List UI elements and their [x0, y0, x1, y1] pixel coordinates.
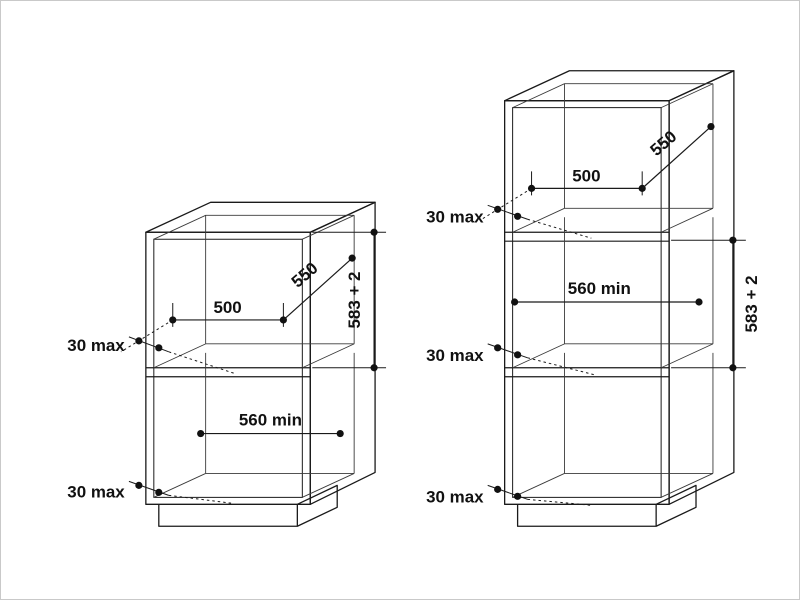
right-cabinet-drawing	[504, 70, 735, 527]
right-dim-560-label: 560 min	[568, 279, 631, 298]
right-dim-30max-middle-dotted	[527, 357, 595, 376]
left-dim-30max-bottom-leader	[128, 480, 169, 496]
dimension-dot	[197, 429, 205, 438]
left-cabinet-top-face	[145, 201, 376, 233]
right-cabinet-top-face	[504, 70, 735, 102]
dimension-dot	[514, 351, 522, 359]
dimension-dot	[527, 184, 536, 192]
right-dim-30max-middle-label: 30 max	[426, 346, 484, 365]
dimension-dot	[707, 122, 715, 131]
left-dim-30max-top-dotted	[120, 319, 236, 375]
left-cabinet-plinth	[158, 484, 338, 527]
right-dimension-30max-top: 30 max	[426, 187, 592, 239]
right-dimension-500: 500	[527, 166, 646, 196]
left-cabinet-interior-lines	[153, 214, 355, 498]
dimension-dot	[514, 492, 522, 500]
right-dim-500-label: 500	[572, 166, 600, 185]
dimension-dot	[695, 298, 703, 306]
dimension-dot	[729, 236, 737, 244]
left-cabinet-dimensions: 500 550 583 + 2 560 min 30 max	[67, 228, 387, 504]
dimension-dot	[348, 254, 356, 262]
left-cabinet-right-face	[309, 201, 376, 505]
right-cabinet-shelf2-front-edge	[504, 367, 670, 378]
right-dim-30max-middle-leader	[487, 343, 528, 359]
dimension-dot	[370, 228, 378, 236]
right-dimension-30max-middle: 30 max	[426, 343, 595, 376]
right-dim-583-label: 583 + 2	[742, 275, 761, 332]
left-dim-550-line	[282, 257, 353, 321]
right-dimension-30max-bottom: 30 max	[426, 484, 592, 506]
dimension-dot	[370, 364, 378, 372]
right-dim-30max-top-label: 30 max	[426, 207, 484, 226]
left-dim-560-label: 560 min	[239, 411, 302, 430]
left-dim-30max-top-leader	[128, 336, 169, 353]
right-cabinet-plinth	[516, 484, 697, 527]
dimension-dot	[135, 481, 143, 489]
right-dim-30max-top-dotted	[481, 187, 592, 239]
right-dimension-560: 560 min	[511, 279, 703, 306]
dimension-dot	[155, 344, 163, 352]
right-dim-583-extensions	[671, 239, 746, 369]
right-dim-550-line	[641, 126, 712, 189]
right-cabinet-interior-lines	[512, 83, 714, 498]
right-dimension-583: 583 + 2	[671, 236, 761, 372]
dimension-dot	[729, 364, 737, 372]
right-dim-30max-bottom-leader	[487, 484, 528, 500]
dimension-dot	[494, 344, 502, 352]
left-dimension-583: 583 + 2	[312, 228, 387, 372]
left-dimension-30max-bottom: 30 max	[67, 480, 233, 504]
left-cabinet-drawing	[145, 201, 376, 527]
left-dim-500-label: 500	[213, 298, 241, 317]
right-dimension-550: 550	[641, 122, 715, 189]
left-dimension-560: 560 min	[197, 411, 344, 438]
left-dim-550-label: 550	[288, 258, 322, 291]
left-dim-30max-top-label: 30 max	[67, 336, 125, 355]
left-cabinet-shelf-front-edge	[145, 367, 311, 378]
left-dim-30max-bottom-label: 30 max	[67, 482, 125, 501]
right-dim-550-label: 550	[647, 127, 681, 160]
left-dim-30max-bottom-dotted	[168, 494, 233, 504]
right-cabinet-dimensions: 500 550 583 + 2 560 min 30 max	[426, 122, 761, 506]
left-dim-583-label: 583 + 2	[345, 272, 364, 329]
dimension-dot	[511, 298, 519, 306]
right-cabinet-shelf1-front-edge	[504, 231, 670, 242]
right-dim-30max-bottom-label: 30 max	[426, 487, 484, 506]
dimension-dot	[494, 485, 502, 493]
dimension-dot	[155, 488, 163, 496]
left-dimension-30max-top: 30 max	[67, 319, 236, 375]
right-cabinet-right-face	[668, 70, 735, 505]
dimension-dot	[514, 212, 522, 220]
left-dimension-500: 500	[169, 298, 287, 327]
dimension-dot	[336, 429, 344, 438]
